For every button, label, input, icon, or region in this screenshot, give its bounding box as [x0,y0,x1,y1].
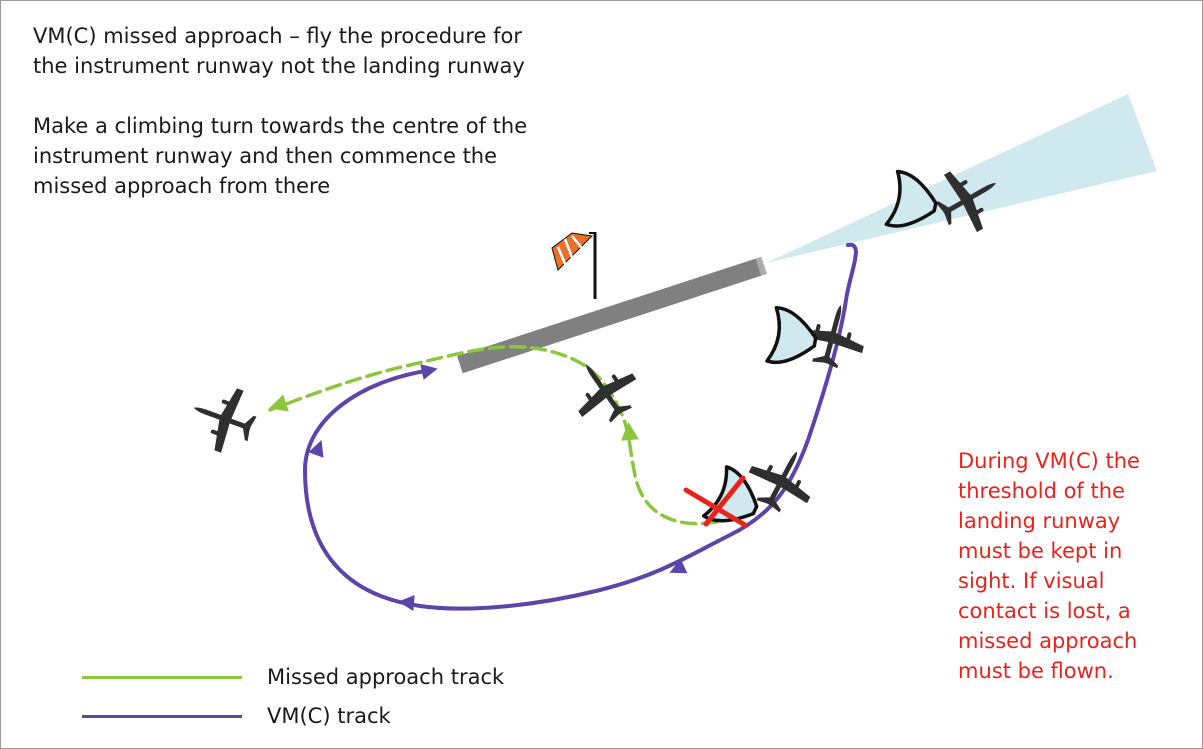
runway [457,256,767,374]
warning-line: must be flown. [958,659,1114,683]
warning-line: landing runway [958,509,1121,533]
approach-light-cone [766,94,1157,263]
warning-line: threshold of the [958,479,1125,503]
purple-line-icon [82,715,242,718]
warning-line: must be kept in [958,539,1123,563]
legend-label-vmc: VM(C) track [267,704,391,728]
yaw-cone-icon [701,464,769,537]
green-line-icon [82,676,242,679]
legend-label-missed-approach: Missed approach track [267,665,505,689]
red-cross-icon [683,475,748,528]
warning-line: sight. If visual [958,569,1105,593]
warning-line: missed approach [958,629,1138,653]
instruction-line-2: instrument runway and then commence the [33,144,498,168]
warning-line: During VM(C) the [958,449,1140,473]
warning-line: contact is lost, a [958,599,1131,623]
missed-approach-track [268,344,758,526]
windsock-icon [551,232,597,299]
aircraft-icon [182,376,264,460]
instruction-line-1: Make a climbing turn towards the centre … [33,114,528,138]
vmc-track [302,242,858,611]
yaw-cone-icon [765,305,822,371]
vmc-warning-note: During VM(C) the threshold of the landin… [958,446,1188,686]
vmc-track-arrows [308,364,688,611]
title-line-2: the instrument runway not the landing ru… [33,54,525,78]
instruction-line-3: missed approach from there [33,174,331,198]
missed-approach-arrows [268,394,639,441]
title-line-1: VM(C) missed approach – fly the procedur… [33,24,522,48]
